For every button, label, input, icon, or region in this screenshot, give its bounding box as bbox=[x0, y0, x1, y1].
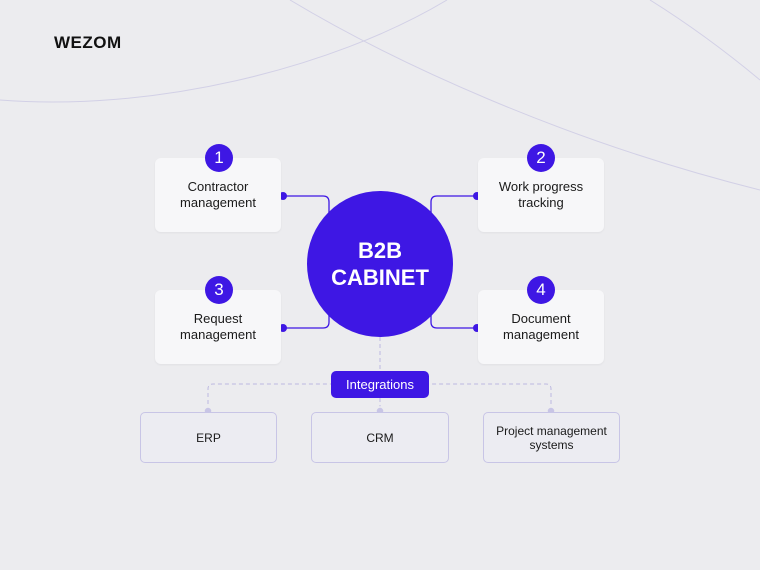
connector-dot-3 bbox=[279, 324, 287, 332]
feature-label: Contractor management bbox=[180, 179, 256, 210]
feature-label: Request management bbox=[180, 311, 256, 342]
feature-label: Work progress tracking bbox=[498, 179, 584, 210]
b2b-cabinet-hub: B2B CABINET bbox=[307, 191, 453, 337]
system-label: ERP bbox=[196, 430, 221, 445]
connector-dot-1 bbox=[279, 192, 287, 200]
system-box-erp: ERP bbox=[140, 412, 277, 463]
number-badge-2: 2 bbox=[527, 144, 555, 172]
number-badge-1: 1 bbox=[205, 144, 233, 172]
integrations-pill: Integrations bbox=[331, 371, 429, 398]
hub-label: B2B CABINET bbox=[331, 238, 429, 290]
feature-label: Document management bbox=[503, 311, 579, 342]
number-badge-4: 4 bbox=[527, 276, 555, 304]
system-label: Project management systems bbox=[496, 423, 607, 452]
system-label: CRM bbox=[366, 430, 394, 445]
system-box-project-management-systems: Project management systems bbox=[483, 412, 620, 463]
number-badge-3: 3 bbox=[205, 276, 233, 304]
wezom-logo: WEZOM bbox=[54, 33, 122, 52]
system-box-crm: CRM bbox=[311, 412, 449, 463]
